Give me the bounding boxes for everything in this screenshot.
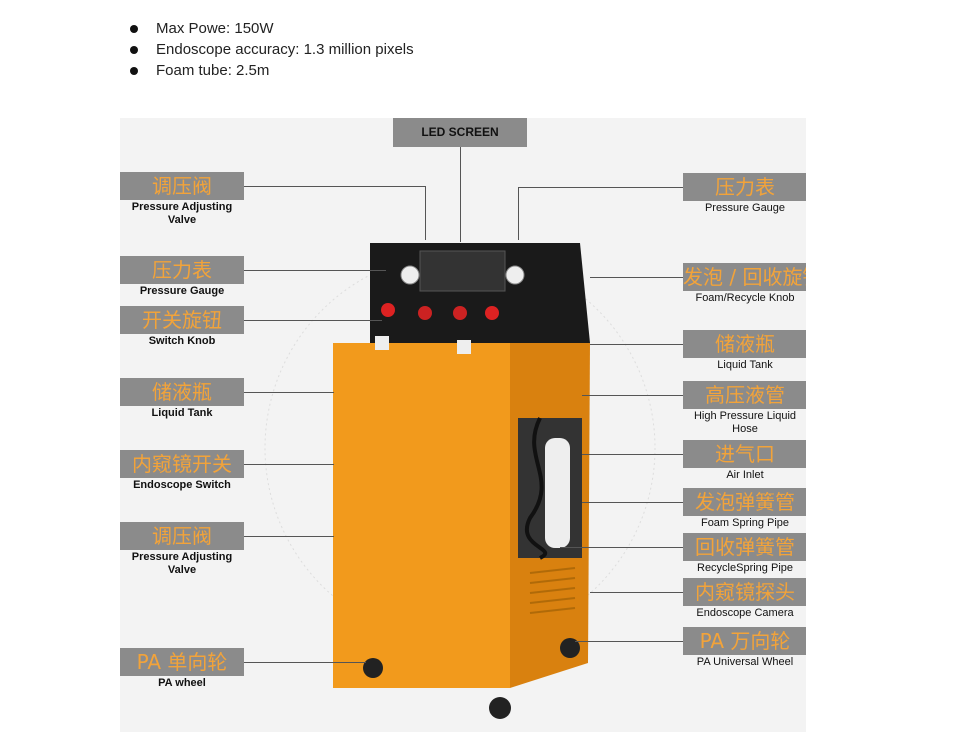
spec-text: Max Powe: 150W	[156, 20, 274, 37]
label-en: PA wheel	[158, 677, 206, 689]
label-zh: 开关旋钮	[120, 306, 244, 334]
spec-text: Foam tube: 2.5m	[156, 62, 270, 79]
label-en: PA Universal Wheel	[696, 656, 794, 668]
label-en: Liquid Tank	[717, 359, 773, 371]
label-en: Liquid Tank	[151, 407, 213, 419]
label-en: Pressure Adjusting Valve	[131, 201, 233, 226]
label-zh: 内窥镜开关	[120, 450, 244, 478]
label-zh: 发泡 / 回收旋钮	[683, 263, 806, 291]
label-en: Foam Spring Pipe	[700, 517, 790, 529]
label-zh: 回收弹簧管	[683, 533, 806, 561]
label-zh: 内窥镜探头	[683, 578, 806, 606]
label-zh: 压力表	[683, 173, 806, 201]
label-foam-recycle-knob: 发泡 / 回收旋钮Foam/Recycle Knob	[683, 263, 806, 305]
led-screen-label: LED SCREEN	[393, 118, 527, 147]
label-zh: 高压液管	[683, 381, 806, 409]
label-zh: 压力表	[120, 256, 244, 284]
spec-item: Endoscope accuracy: 1.3 million pixels	[130, 39, 414, 60]
label-zh: PA 单向轮	[120, 648, 244, 676]
spec-item: Max Powe: 150W	[130, 18, 414, 39]
label-en: Pressure Gauge	[139, 285, 225, 297]
label-zh: 调压阀	[120, 522, 244, 550]
label-en: Switch Knob	[148, 335, 216, 347]
spec-list: Max Powe: 150W Endoscope accuracy: 1.3 m…	[130, 18, 414, 81]
bullet-icon	[130, 24, 138, 33]
label-zh: 发泡弹簧管	[683, 488, 806, 516]
label-zh: 储液瓶	[120, 378, 244, 406]
label-en: Foam/Recycle Knob	[695, 292, 795, 304]
label-en: Endoscope Camera	[696, 607, 794, 619]
bullet-icon	[130, 45, 138, 54]
spec-item: Foam tube: 2.5m	[130, 60, 414, 81]
label-en: Pressure Adjusting Valve	[131, 551, 233, 576]
label-en: Endoscope Switch	[133, 479, 231, 491]
label-zh: 进气口	[683, 440, 806, 468]
label-en: Air Inlet	[726, 469, 764, 481]
label-en: RecycleSpring Pipe	[697, 562, 793, 574]
label-en: High Pressure Liquid Hose	[693, 410, 797, 435]
label-zh: 调压阀	[120, 172, 244, 200]
label-en: Pressure Gauge	[704, 202, 786, 214]
bullet-icon	[130, 66, 138, 75]
label-zh: PA 万向轮	[683, 627, 806, 655]
machine-illustration	[264, 243, 656, 719]
label-zh: 储液瓶	[683, 330, 806, 358]
spec-text: Endoscope accuracy: 1.3 million pixels	[156, 41, 414, 58]
